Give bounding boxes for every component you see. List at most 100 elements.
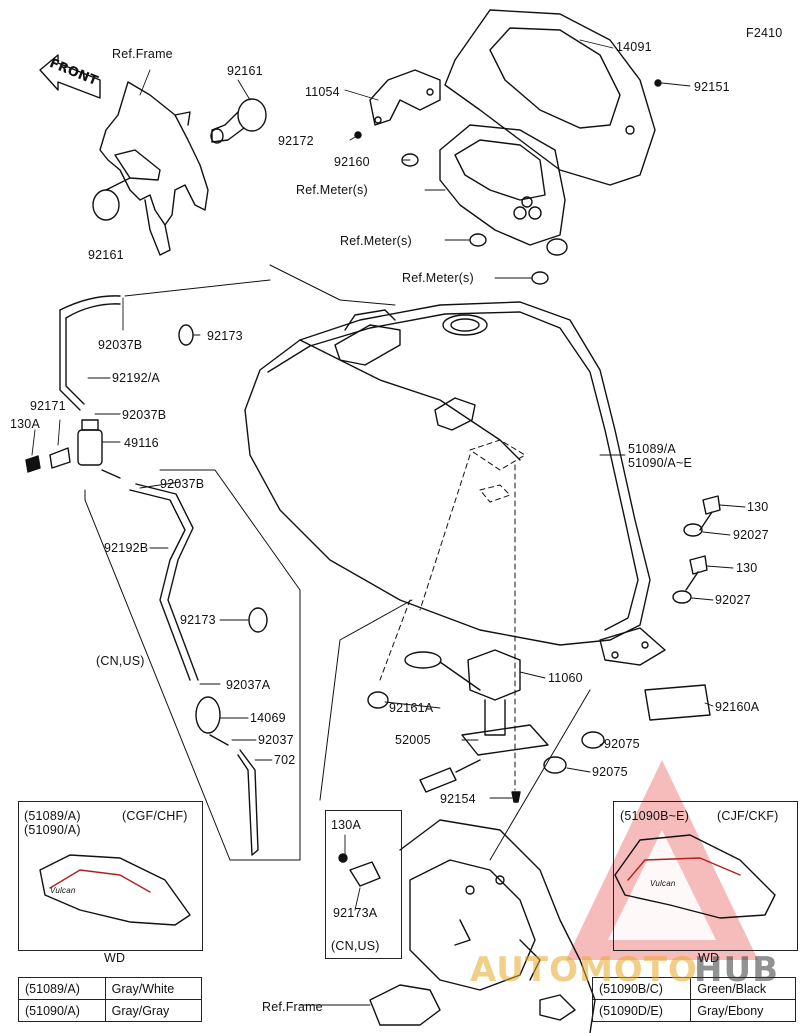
part-92171-label[interactable]: 92171 bbox=[30, 399, 66, 413]
part-92037B-b-label[interactable]: 92037B bbox=[122, 408, 167, 422]
part-52005-label[interactable]: 52005 bbox=[395, 733, 431, 747]
part-49116-label[interactable]: 49116 bbox=[124, 436, 159, 450]
inset-right-caption: WD bbox=[698, 951, 720, 965]
part-92075-b-label[interactable]: 92075 bbox=[592, 765, 628, 779]
part-130-b-label[interactable]: 130 bbox=[736, 561, 758, 575]
inset-right-models: (CJF/CKF) bbox=[717, 809, 779, 823]
table-cell: Gray/Gray bbox=[104, 999, 203, 1022]
clamp-92173-icon bbox=[178, 324, 194, 346]
frame-bottom-drawing bbox=[369, 819, 596, 1033]
part-14069-label[interactable]: 14069 bbox=[250, 711, 286, 725]
part-51090AE-label[interactable]: 51090/A~E bbox=[628, 456, 693, 470]
part-92160-label[interactable]: 92160 bbox=[334, 155, 370, 169]
meter-assembly-drawing bbox=[439, 124, 568, 256]
ref-meter-1-label[interactable]: Ref.Meter(s) bbox=[296, 183, 368, 197]
grommet-92075-a-icon bbox=[581, 731, 605, 749]
table-cell: Gray/Ebony bbox=[690, 999, 796, 1022]
cn-us-group-outline bbox=[84, 469, 301, 861]
part-92154-label[interactable]: 92154 bbox=[440, 792, 476, 806]
part-92192A-label[interactable]: 92192/A bbox=[112, 371, 160, 385]
inset-left-caption: WD bbox=[104, 951, 126, 965]
watermark-text-automoto: AUTOMOTO bbox=[470, 950, 698, 990]
part-92027-a-label[interactable]: 92027 bbox=[733, 528, 769, 542]
part-92037A-label[interactable]: 92037A bbox=[226, 678, 271, 692]
meter-cover-drawing bbox=[444, 9, 656, 186]
part-130A-a-label[interactable]: 130A bbox=[10, 417, 40, 431]
inset-left-line1: (51089/A) bbox=[24, 809, 81, 823]
inset-left-tank-logo: Vulcan bbox=[50, 886, 76, 895]
filter-14069-drawing bbox=[195, 696, 259, 856]
clamp-92173A-drawing bbox=[338, 853, 381, 887]
table-row: (51090/A) Gray/Gray bbox=[18, 999, 203, 1022]
inset-right-tank-drawing bbox=[614, 834, 776, 919]
damper-92161-bottom-drawing bbox=[92, 177, 131, 221]
part-92161A-label[interactable]: 92161A bbox=[389, 701, 434, 715]
leader-line-92075 bbox=[489, 689, 591, 861]
hose-92192A-drawing bbox=[59, 295, 121, 411]
part-92037B-a-label[interactable]: 92037B bbox=[98, 338, 143, 352]
leader-line-hose bbox=[124, 279, 271, 297]
part-92172-label[interactable]: 92172 bbox=[278, 134, 314, 148]
table-cell: (51090/A) bbox=[18, 999, 106, 1022]
grommet-92161A-icon bbox=[367, 691, 389, 709]
washer-92027-a-icon bbox=[683, 523, 703, 537]
fuel-tank-drawing bbox=[244, 301, 666, 666]
washer-92027-b-icon bbox=[672, 590, 692, 604]
part-92151-label[interactable]: 92151 bbox=[694, 80, 730, 94]
cn-us-label-1: (CN,US) bbox=[96, 654, 145, 668]
table-cell: (51090D/E) bbox=[591, 999, 692, 1022]
table-cell: (51089/A) bbox=[18, 977, 106, 1000]
part-92037-label[interactable]: 92037 bbox=[258, 733, 294, 747]
bolt-130-b-icon bbox=[685, 555, 708, 591]
part-92027-b-label[interactable]: 92027 bbox=[715, 593, 751, 607]
filter-49116-drawing bbox=[77, 419, 121, 479]
part-130-a-label[interactable]: 130 bbox=[747, 500, 769, 514]
figure-code: F2410 bbox=[746, 26, 783, 40]
table-cell: Gray/White bbox=[104, 977, 203, 1000]
hose-92192B-drawing bbox=[129, 483, 199, 681]
part-14091-label[interactable]: 14091 bbox=[616, 40, 652, 54]
part-92173A-label[interactable]: 92173A bbox=[333, 906, 378, 920]
part-92160A-label[interactable]: 92160A bbox=[715, 700, 760, 714]
part-11060-label[interactable]: 11060 bbox=[548, 671, 583, 685]
color-table-left: (51089/A) Gray/White (51090/A) Gray/Gray bbox=[18, 977, 203, 1022]
front-arrow-icon bbox=[39, 54, 101, 99]
watermark-text-hub: HUB bbox=[694, 950, 779, 990]
bolt-130-a-icon bbox=[699, 495, 721, 531]
table-cell: (51090B/C) bbox=[591, 977, 692, 1000]
bracket-11054-drawing bbox=[369, 69, 441, 126]
ref-meter-2-label[interactable]: Ref.Meter(s) bbox=[340, 234, 412, 248]
inset-right-box bbox=[613, 801, 798, 951]
inset-right-line1: (51090B~E) bbox=[620, 809, 690, 823]
bolt-130A-icon bbox=[25, 447, 71, 473]
frame-top-drawing bbox=[99, 81, 209, 256]
bolt-92154-icon bbox=[511, 791, 521, 803]
ref-meter-3-label[interactable]: Ref.Meter(s) bbox=[402, 271, 474, 285]
nut-92151-icon bbox=[654, 79, 662, 87]
part-92075-a-label[interactable]: 92075 bbox=[604, 737, 640, 751]
part-702-label[interactable]: 702 bbox=[274, 753, 296, 767]
table-row: (51089/A) Gray/White bbox=[18, 977, 203, 1000]
color-table-right: (51090B/C) Green/Black (51090D/E) Gray/E… bbox=[591, 977, 796, 1022]
part-11054-label[interactable]: 11054 bbox=[305, 85, 340, 99]
part-51089A-label[interactable]: 51089/A bbox=[628, 442, 676, 456]
part-92161-a-label[interactable]: 92161 bbox=[227, 64, 263, 78]
table-row: (51090B/C) Green/Black bbox=[591, 977, 796, 1000]
leader-line-frame bbox=[319, 599, 413, 801]
part-92173-b-label[interactable]: 92173 bbox=[180, 613, 216, 627]
damper-92161-top-drawing bbox=[210, 98, 267, 144]
part-92037B-c-label[interactable]: 92037B bbox=[160, 477, 205, 491]
cn-us-clamp-box bbox=[325, 810, 402, 959]
part-92161-b-label[interactable]: 92161 bbox=[88, 248, 124, 262]
fuel-pump-drawing bbox=[404, 649, 549, 793]
ref-frame-bottom-label[interactable]: Ref.Frame bbox=[262, 1000, 323, 1014]
ref-frame-top-label[interactable]: Ref.Frame bbox=[112, 47, 173, 61]
leader-lines bbox=[31, 39, 746, 911]
leader-line-cap bbox=[269, 264, 396, 306]
part-92173-a-label[interactable]: 92173 bbox=[207, 329, 243, 343]
cn-us-label-2: (CN,US) bbox=[331, 939, 380, 953]
part-130A-b-label[interactable]: 130A bbox=[331, 818, 361, 832]
part-92192B-label[interactable]: 92192B bbox=[104, 541, 149, 555]
